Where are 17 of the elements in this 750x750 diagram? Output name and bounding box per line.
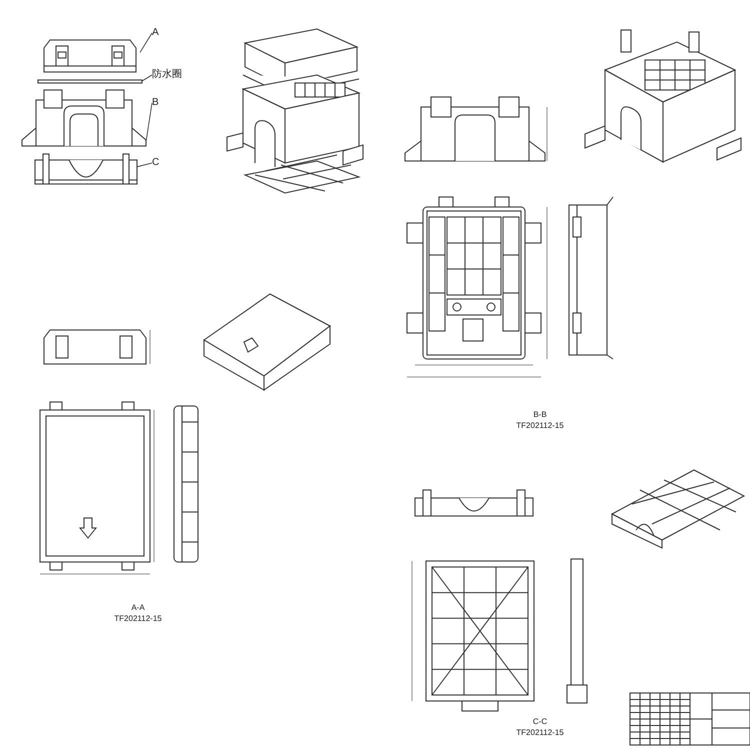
callout-letter: A [152,27,159,39]
bottom-frame-drawing [35,154,137,186]
section-label: C-C [532,717,548,727]
part-label: 防水圈 [152,69,182,81]
callout-letter: B [152,97,159,109]
leader-line [140,32,152,53]
drawing-number: TF202112-15 [516,728,564,738]
callout-letter: C [152,157,160,169]
leader-line [146,102,152,142]
drawing-number: TF202112-15 [516,421,564,431]
leader-line [136,162,152,168]
base-drawing [22,88,146,148]
drawing-number: TF202112-15 [114,614,162,624]
leader-line [142,74,152,82]
section-label: A-A [131,603,145,613]
seal-ring-drawing [38,79,142,84]
section-label: B-B [533,410,547,420]
